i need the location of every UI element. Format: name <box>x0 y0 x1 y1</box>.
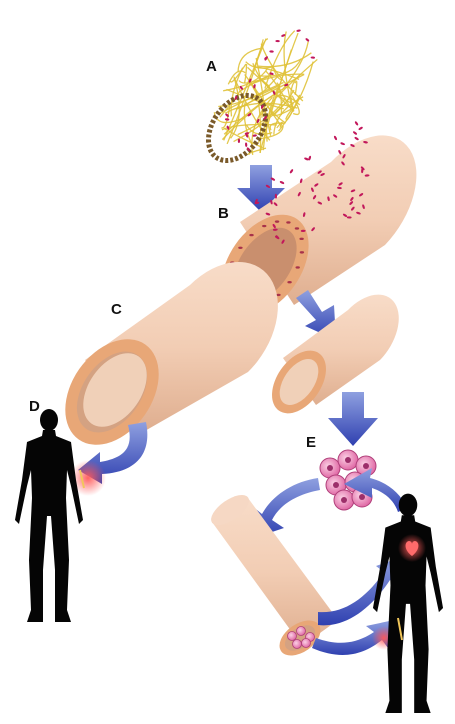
patient-e <box>372 494 443 713</box>
label-d: D <box>29 398 40 415</box>
label-e: E <box>306 434 316 451</box>
label-a: A <box>206 58 217 75</box>
label-b: B <box>218 205 229 222</box>
implant-tube-c <box>46 262 278 462</box>
label-c: C <box>111 301 122 318</box>
scaffold-a <box>197 29 318 171</box>
arrow-tube-to-cells <box>328 392 378 446</box>
